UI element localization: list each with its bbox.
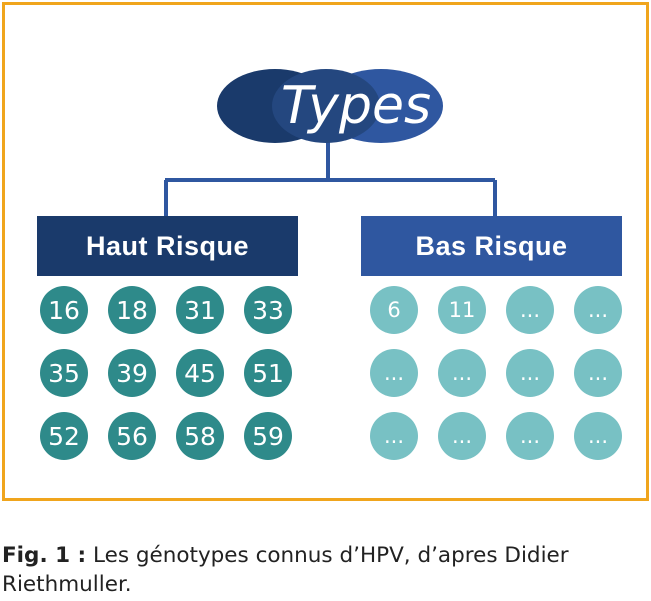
category-label-high-risk: Haut Risque	[85, 230, 250, 261]
type-circle-low: ...	[506, 286, 554, 334]
type-circle-high: 33	[244, 286, 292, 334]
figure-caption: Fig. 1 : Les génotypes connus d’HPV, d’a…	[2, 541, 650, 599]
type-circle-low: ...	[506, 412, 554, 460]
type-circle-high: 59	[244, 412, 292, 460]
type-circle-low: ...	[574, 412, 622, 460]
type-circle-high: 51	[244, 349, 292, 397]
type-circle-high: 18	[108, 286, 156, 334]
type-circle-low: 6	[370, 286, 418, 334]
type-circle-high: 39	[108, 349, 156, 397]
high-risk-type-grid: 16 18 31 33 35 39 45 51 52 56 58 59	[40, 286, 292, 460]
type-circle-low: ...	[574, 286, 622, 334]
type-circle-low: ...	[370, 349, 418, 397]
type-circle-low: ...	[370, 412, 418, 460]
category-label-low-risk: Bas Risque	[415, 230, 568, 261]
type-circle-low: ...	[438, 412, 486, 460]
type-circle-low: ...	[506, 349, 554, 397]
type-circle-high: 52	[40, 412, 88, 460]
caption-prefix: Fig. 1 :	[2, 543, 87, 568]
caption-text: Les génotypes connus d’HPV, d’apres Didi…	[2, 543, 569, 597]
diagram-frame: Types Haut Risque Bas Risque 16 18 31 33 35 3…	[2, 2, 649, 501]
type-circle-high: 56	[108, 412, 156, 460]
category-box-high-risk: Haut Risque	[37, 216, 298, 276]
type-circle-high: 16	[40, 286, 88, 334]
type-circle-low: ...	[574, 349, 622, 397]
type-circle-high: 45	[176, 349, 224, 397]
type-circle-high: 31	[176, 286, 224, 334]
connector-lines	[164, 140, 497, 216]
low-risk-type-grid: 6 11..............................	[370, 286, 622, 460]
diagram-canvas: Types	[164, 69, 497, 216]
title-ellipse-middle	[272, 69, 380, 143]
diagram-title: Types	[281, 76, 431, 136]
type-circle-low: ...	[438, 349, 486, 397]
type-circle-high: 58	[176, 412, 224, 460]
category-box-low-risk: Bas Risque	[361, 216, 622, 276]
type-circle-low: 11	[438, 286, 486, 334]
type-circle-high: 35	[40, 349, 88, 397]
